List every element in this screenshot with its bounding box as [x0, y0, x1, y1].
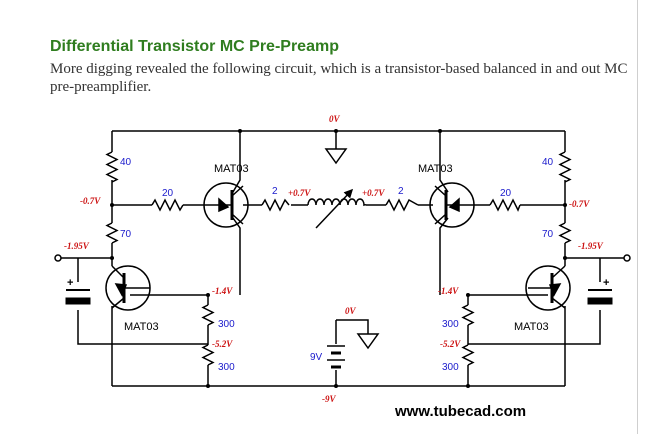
label-res-top-left: 40: [120, 157, 132, 168]
label-plus-left: +: [67, 277, 73, 289]
label-neg-rail: -9V: [322, 394, 336, 404]
label-v-div-right: -5.2V: [440, 339, 461, 349]
resistor-300-top-right: [461, 304, 475, 326]
label-res-300-top-left: 300: [218, 319, 235, 330]
label-q-bot-right: MAT03: [514, 321, 549, 333]
resistor-40-left: [105, 151, 119, 183]
capacitor-left: [65, 289, 91, 305]
label-q-bot-left: MAT03: [124, 321, 159, 333]
resistor-300-top-left: [201, 304, 215, 326]
label-plus-right: +: [603, 277, 609, 289]
label-v-emit-right: +0.7V: [362, 188, 385, 198]
junction-dots: [110, 129, 567, 388]
label-res-mid-left: 70: [120, 229, 132, 240]
label-battery: 9V: [310, 352, 323, 363]
label-v-coll-left: -1.4V: [212, 286, 233, 296]
site-url: www.tubecad.com: [395, 403, 527, 420]
resistor-300-bot-left: [201, 344, 215, 366]
article-intro: More digging revealed the following circ…: [50, 61, 628, 95]
label-q-top-left: MAT03: [214, 163, 249, 175]
resistor-2-right: [385, 198, 419, 212]
label-res-top-right: 40: [542, 157, 554, 168]
transistor-top-left: [200, 182, 249, 228]
label-ground-mid: 0V: [345, 306, 357, 316]
ground-symbols: [324, 148, 380, 350]
resistor-300-bot-right: [461, 344, 475, 366]
label-res-emit-right: 2: [398, 186, 404, 197]
resistor-2-left: [261, 198, 290, 212]
label-res-base-left: 20: [162, 188, 174, 199]
label-res-emit-left: 2: [272, 186, 278, 197]
input-terminals: [54, 254, 631, 262]
resistor-70-right: [558, 222, 572, 244]
transistor-top-right: [429, 182, 478, 228]
label-ground-top: 0V: [329, 114, 341, 124]
ground-mid-icon: [356, 333, 380, 350]
label-v-in-left: -1.95V: [64, 241, 90, 251]
battery-icon: [327, 345, 345, 369]
resistor-70-left: [105, 222, 119, 244]
label-v-div-left: -5.2V: [212, 339, 233, 349]
resistor-40-right: [558, 151, 572, 183]
label-res-300-bot-left: 300: [218, 362, 235, 373]
circuit-wires: [60, 130, 625, 387]
transistors: [105, 182, 571, 311]
transistor-bottom-right: [525, 265, 571, 311]
label-v-emit-left: +0.7V: [288, 188, 311, 198]
article-title: Differential Transistor MC Pre-Preamp: [50, 38, 339, 55]
capacitors: [65, 289, 613, 305]
resistors: [105, 151, 572, 366]
label-v-base-right: -0.7V: [569, 199, 590, 209]
label-res-base-right: 20: [500, 188, 512, 199]
label-v-base-left: -0.7V: [80, 196, 101, 206]
label-q-top-right: MAT03: [418, 163, 453, 175]
label-res-300-top-right: 300: [442, 319, 459, 330]
page-edge-line: [637, 0, 638, 434]
resistor-20-left: [151, 198, 184, 212]
trim-pot: [307, 188, 367, 229]
label-res-300-bot-right: 300: [442, 362, 459, 373]
transistor-bottom-left: [105, 265, 151, 311]
resistor-20-right: [489, 198, 521, 212]
label-v-in-right: -1.95V: [578, 241, 604, 251]
capacitor-right: [587, 289, 613, 305]
label-res-mid-right: 70: [542, 229, 554, 240]
label-v-coll-right: -1.4V: [438, 286, 459, 296]
ground-top-icon: [324, 148, 348, 165]
